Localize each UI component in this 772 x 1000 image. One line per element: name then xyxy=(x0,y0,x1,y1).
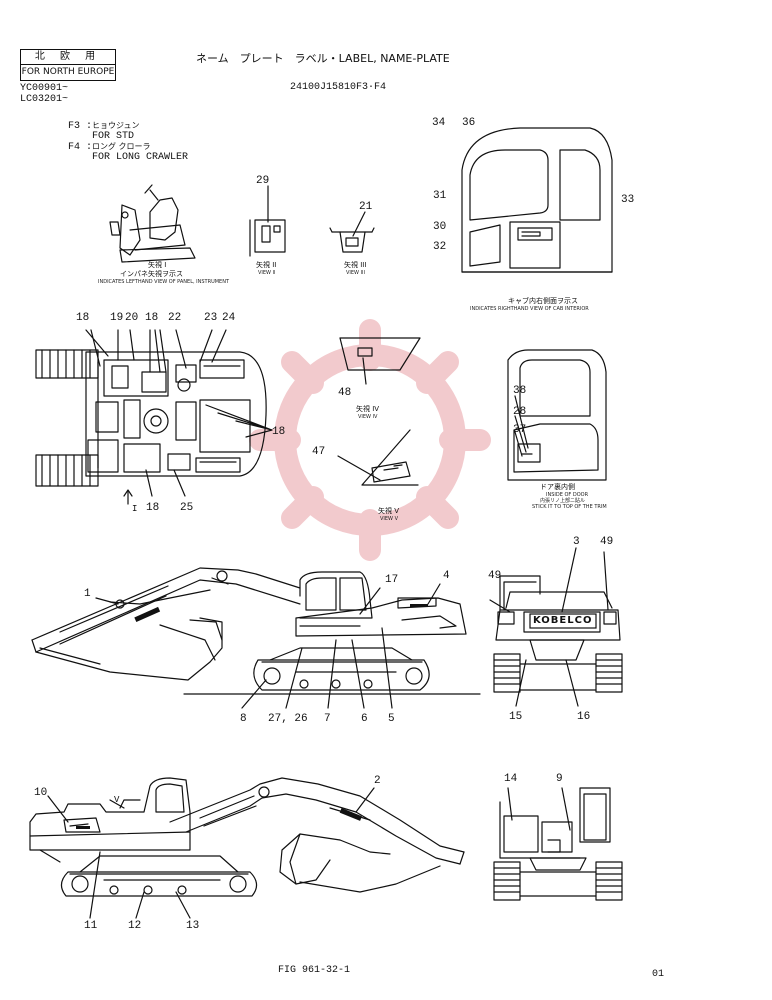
view-5-figure xyxy=(337,429,419,486)
view-3-caption-en: VIEW III xyxy=(346,270,366,276)
door-interior-figure xyxy=(507,349,607,481)
view-5-caption-en: VIEW V xyxy=(380,516,399,522)
excavator-left-side-view xyxy=(29,777,465,919)
seat-panel-figure xyxy=(109,184,196,263)
callout-1: 1 xyxy=(84,588,91,600)
callout-31: 31 xyxy=(433,190,447,202)
callout-23: 23 xyxy=(204,312,218,324)
door-caption-en: INSIDE OF DOOR xyxy=(546,492,589,498)
callout-18a: 18 xyxy=(76,312,90,324)
view-2-figure xyxy=(249,185,286,257)
door-caption-jp: ドア裏内側 xyxy=(540,483,575,491)
view-4-caption-en: VIEW IV xyxy=(358,414,378,420)
callout-30: 30 xyxy=(433,221,447,233)
door-caption-jp-2: 内張リノ上部ニ貼ル xyxy=(540,498,586,504)
cab-caption-jp: キャブ内右側面ヲ示ス xyxy=(508,297,578,305)
excavator-right-side-view xyxy=(31,567,481,709)
cab-interior-figure xyxy=(461,127,613,273)
variant-f3-jp: ヒョウジュン xyxy=(92,121,140,130)
callout-34: 34 xyxy=(432,117,446,129)
serial-range-1: YC00901~ xyxy=(20,83,69,94)
cab-caption-en: INDICATES RIGHTHAND VIEW OF CAB INTERIOR xyxy=(470,306,589,312)
callout-4: 4 xyxy=(443,570,450,582)
callout-16: 16 xyxy=(577,711,591,723)
page-number: 01 xyxy=(652,969,665,980)
watermark-gear-icon xyxy=(249,319,491,561)
callout-29: 29 xyxy=(256,175,270,187)
boom-decals xyxy=(76,604,428,829)
variant-f3-code: F3 : xyxy=(68,121,93,132)
callout-18-bottom: 18 xyxy=(146,502,160,514)
variant-f4-jp: ロング クローラ xyxy=(92,142,151,151)
callout-28: 28 xyxy=(513,406,527,418)
callout-47: 47 xyxy=(312,446,326,458)
callout-27-26: 27, 26 xyxy=(268,713,308,725)
callout-25: 25 xyxy=(180,502,194,514)
callout-49a: 49 xyxy=(488,570,502,582)
figure-number: FIG 961-32-1 xyxy=(278,965,351,976)
callout-21: 21 xyxy=(359,201,373,213)
callout-38: 38 xyxy=(513,385,527,397)
callout-37: 37 xyxy=(513,424,527,436)
view-2-caption-jp: 矢視 II xyxy=(256,261,277,269)
callout-2: 2 xyxy=(374,775,381,787)
kobelco-brand-plate xyxy=(529,613,597,629)
page-title: ネーム プレート ラベル・LABEL, NAME-PLATE xyxy=(196,52,450,65)
view-4-figure xyxy=(339,337,421,385)
view-5-caption-jp: 矢視 V xyxy=(378,507,400,515)
callout-7: 7 xyxy=(324,713,331,725)
region-jp: 北 欧 用 xyxy=(21,50,115,65)
callout-13: 13 xyxy=(186,920,200,932)
callout-49b: 49 xyxy=(600,536,614,548)
view-1-sub-jp: インパネ矢視ヲ示ス xyxy=(120,270,183,278)
view-arrow-v: V xyxy=(114,795,120,805)
view-arrow-i: I xyxy=(132,504,138,514)
callout-17: 17 xyxy=(385,574,399,586)
callout-9: 9 xyxy=(556,773,563,785)
callout-3: 3 xyxy=(573,536,580,548)
drawing-number: 24100J15810F3·F4 xyxy=(290,82,387,93)
callout-14: 14 xyxy=(504,773,518,785)
door-caption-en-2: STICK IT TO TOP OF THE TRIM xyxy=(532,504,607,510)
view-1-caption-en: INDICATES LEFTHAND VIEW OF PANEL, INSTRU… xyxy=(98,279,229,285)
callout-12: 12 xyxy=(128,920,142,932)
callout-36: 36 xyxy=(462,117,476,129)
region-en: FOR NORTH EUROPE xyxy=(21,67,115,77)
callout-15: 15 xyxy=(509,711,523,723)
excavator-front-view xyxy=(493,787,623,901)
callout-18-right: 18 xyxy=(272,426,286,438)
view-4-caption-jp: 矢視 IV xyxy=(356,405,380,413)
callout-10: 10 xyxy=(34,787,48,799)
callout-48: 48 xyxy=(338,387,352,399)
excavator-rear-view xyxy=(489,547,623,707)
callout-11: 11 xyxy=(84,920,98,932)
view-1-caption-jp: 矢視 I xyxy=(148,261,167,269)
serial-range-2: LC03201~ xyxy=(20,94,69,105)
callout-6: 6 xyxy=(361,713,368,725)
callout-24: 24 xyxy=(222,312,236,324)
callout-18b: 18 xyxy=(145,312,159,324)
callout-5: 5 xyxy=(388,713,395,725)
callout-33: 33 xyxy=(621,194,635,206)
view-2-caption-en: VIEW II xyxy=(258,270,276,276)
view-3-figure xyxy=(329,211,375,253)
variant-f4-en: FOR LONG CRAWLER xyxy=(92,152,189,163)
callout-19: 19 xyxy=(110,312,124,324)
callout-22: 22 xyxy=(168,312,182,324)
callout-8: 8 xyxy=(240,713,247,725)
kobelco-brand-text: KOBELCO xyxy=(533,615,593,626)
variant-f3-en: FOR STD xyxy=(92,131,135,142)
callout-32: 32 xyxy=(433,241,447,253)
view-3-caption-jp: 矢視 III xyxy=(344,261,367,269)
region-label-box: 北 欧 用 FOR NORTH EUROPE xyxy=(20,49,116,81)
callout-20: 20 xyxy=(125,312,139,324)
machine-top-view xyxy=(35,329,273,505)
variant-f4-code: F4 : xyxy=(68,142,93,153)
